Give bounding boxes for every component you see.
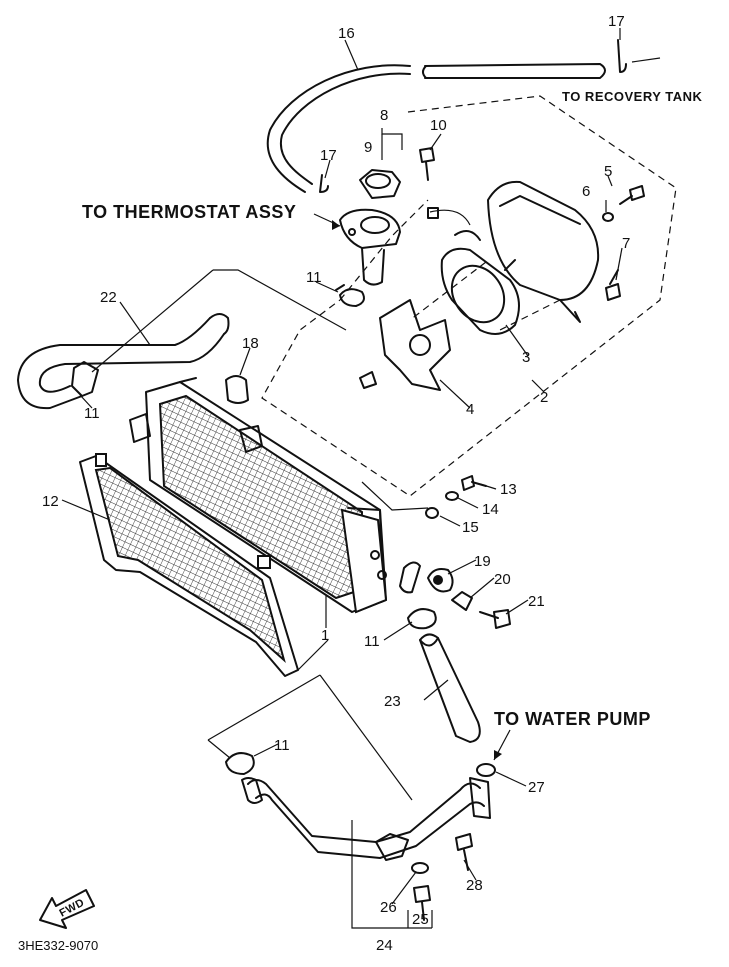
label-14: 14 xyxy=(482,501,499,518)
label-9: 9 xyxy=(364,139,372,156)
label-17-top: 17 xyxy=(608,13,625,30)
filler-neck-8 xyxy=(339,208,401,286)
label-28: 28 xyxy=(466,877,483,894)
bolt-7 xyxy=(605,269,621,301)
callout-arrows xyxy=(313,213,511,761)
hose-clamp-11-middle xyxy=(407,608,437,630)
clip-17-left xyxy=(319,174,329,193)
label-11-lower: 11 xyxy=(274,737,290,754)
label-16: 16 xyxy=(338,25,355,42)
label-18: 18 xyxy=(242,335,259,352)
label-25: 25 xyxy=(412,911,429,928)
label-5: 5 xyxy=(604,163,612,180)
bolt-28 xyxy=(455,833,473,871)
label-2: 2 xyxy=(540,389,548,406)
water-pipe-24 xyxy=(241,777,491,861)
bolt-25 xyxy=(413,885,431,921)
cap-18 xyxy=(225,375,249,404)
fan-blade-4 xyxy=(359,299,451,391)
radiator-1 xyxy=(129,377,421,614)
drawing-code: 3HE332-9070 xyxy=(18,938,98,953)
callout-to-thermostat-assy: TO THERMOSTAT ASSY xyxy=(82,202,296,222)
clip-17-top xyxy=(617,39,661,73)
radiator-guard-12 xyxy=(79,453,299,677)
label-19: 19 xyxy=(474,553,491,570)
collar-15 xyxy=(425,507,439,519)
label-10: 10 xyxy=(430,117,447,134)
fan-motor-3 xyxy=(427,207,520,335)
bolt-10 xyxy=(419,147,435,181)
hose-clamp-11-lower xyxy=(225,752,255,775)
o-ring-27 xyxy=(476,763,496,777)
label-11-upper: 11 xyxy=(306,269,322,286)
bolt-13 xyxy=(461,475,487,491)
leader-lines xyxy=(91,269,433,929)
fwd-arrow-icon: FWD xyxy=(39,889,95,929)
label-7: 7 xyxy=(622,235,630,252)
callout-to-water-pump: TO WATER PUMP xyxy=(494,709,651,729)
lower-hose-23 xyxy=(419,633,481,743)
label-22: 22 xyxy=(100,289,117,306)
label-17-left: 17 xyxy=(320,147,337,164)
label-11-left: 11 xyxy=(84,405,100,422)
assembly-dashed-outlines xyxy=(261,95,677,497)
callout-to-recovery-tank: TO RECOVERY TANK xyxy=(562,89,703,104)
label-24: 24 xyxy=(376,937,393,954)
washer-6 xyxy=(602,212,614,222)
label-6: 6 xyxy=(582,183,590,200)
washer-26 xyxy=(411,862,429,874)
radiator-cap-9 xyxy=(359,169,401,199)
part-number-labels: 1 2 3 4 5 6 7 8 9 10 11 11 11 11 12 13 1… xyxy=(42,13,630,954)
label-1: 1 xyxy=(321,627,329,644)
label-27: 27 xyxy=(528,779,545,796)
label-11-middle: 11 xyxy=(364,633,380,650)
label-15: 15 xyxy=(462,519,479,536)
bolt-5 xyxy=(619,185,645,205)
label-4: 4 xyxy=(466,401,474,418)
label-20: 20 xyxy=(494,571,511,588)
label-12: 12 xyxy=(42,493,59,510)
label-8: 8 xyxy=(380,107,388,124)
washer-14 xyxy=(445,491,459,501)
fan-shroud-2 xyxy=(487,180,600,323)
label-3: 3 xyxy=(522,349,530,366)
collar-20 xyxy=(451,591,473,611)
label-13: 13 xyxy=(500,481,517,498)
label-26: 26 xyxy=(380,899,397,916)
hose-16 xyxy=(266,63,606,193)
upper-hose-22 xyxy=(17,313,230,410)
bolt-21 xyxy=(479,609,511,629)
grommet-19 xyxy=(427,568,454,593)
number-leaders xyxy=(61,28,623,905)
label-21: 21 xyxy=(528,593,545,610)
label-23: 23 xyxy=(384,693,401,710)
